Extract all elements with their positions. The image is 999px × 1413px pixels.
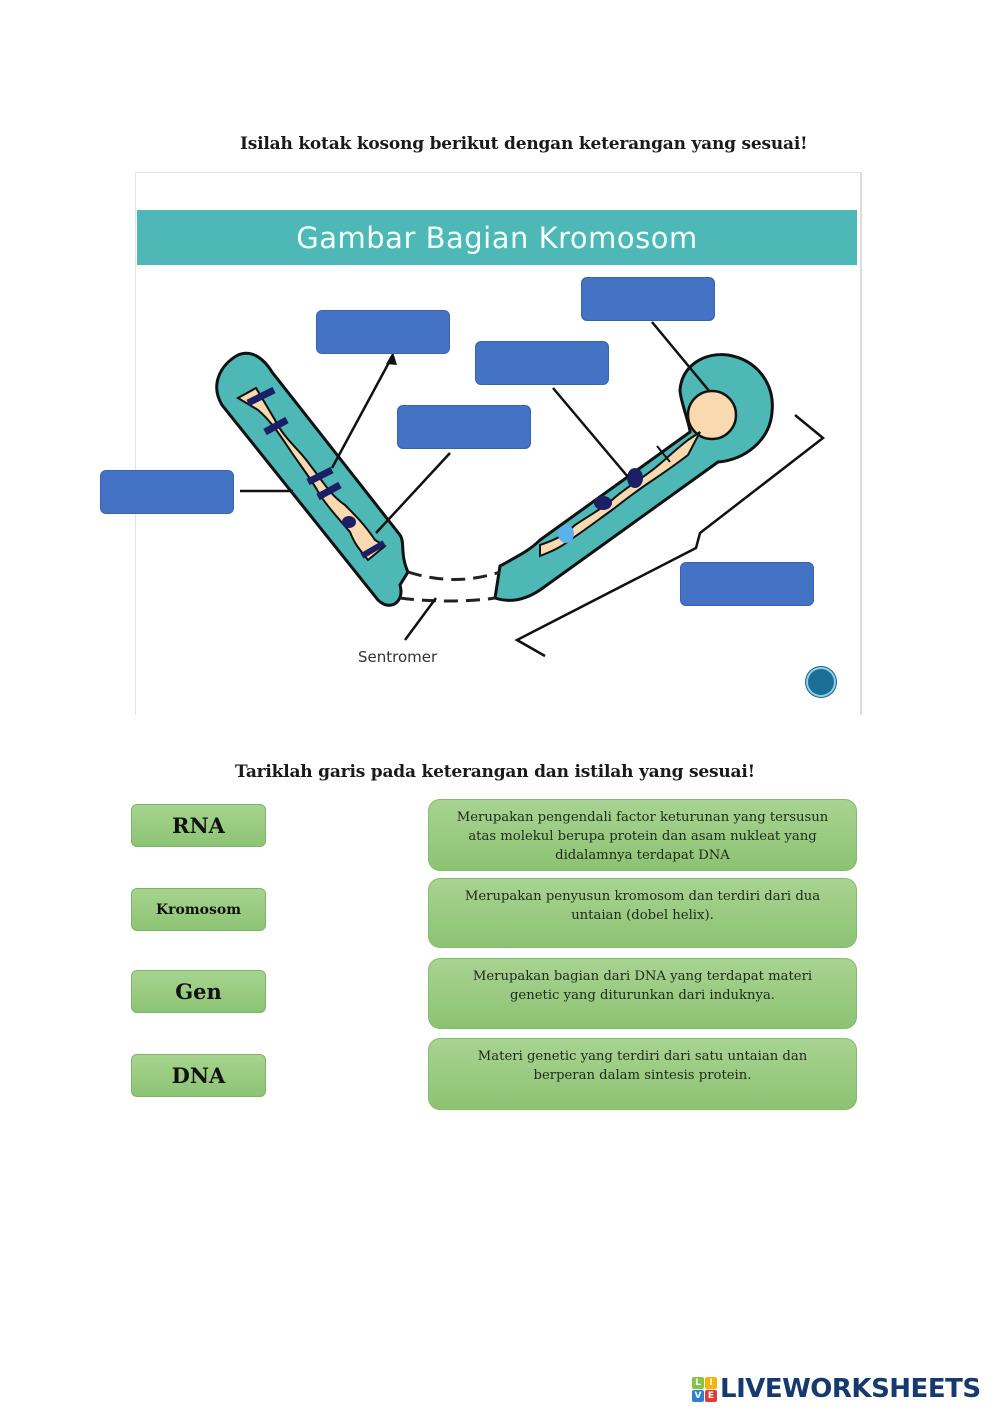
blank-box-chromatid[interactable] bbox=[680, 562, 814, 606]
band-dot bbox=[627, 468, 643, 488]
logo-letter: L bbox=[692, 1376, 704, 1389]
left-chromatid bbox=[215, 351, 410, 607]
term-gen[interactable]: Gen bbox=[131, 970, 266, 1013]
light-dot bbox=[558, 525, 574, 543]
blank-box-matrix[interactable] bbox=[397, 405, 531, 449]
description-gen[interactable]: Merupakan bagian dari DNA yang terdapat … bbox=[428, 958, 857, 1029]
term-kromosom[interactable]: Kromosom bbox=[131, 888, 266, 931]
term-dna[interactable]: DNA bbox=[131, 1054, 266, 1097]
chromosome-diagram bbox=[215, 321, 826, 658]
logo-letter: I bbox=[705, 1376, 717, 1389]
blank-box-telomere[interactable] bbox=[581, 277, 715, 321]
instruction-match-lines: Tariklah garis pada keterangan dan istil… bbox=[235, 762, 755, 782]
navigation-dot-button[interactable] bbox=[806, 667, 836, 697]
logo-letter: E bbox=[705, 1389, 717, 1402]
blank-box-pellicle[interactable] bbox=[100, 470, 234, 514]
pointer-lines bbox=[240, 321, 826, 658]
description-rna[interactable]: Materi genetic yang terdiri dari satu un… bbox=[428, 1038, 857, 1110]
logo-letter: V bbox=[692, 1389, 704, 1402]
blank-box-gene[interactable] bbox=[475, 341, 609, 385]
logo-text: LIVEWORKSHEETS bbox=[720, 1374, 981, 1404]
figure-title: Gambar Bagian Kromosom bbox=[137, 210, 857, 265]
description-dna[interactable]: Merupakan penyusun kromosom dan terdiri … bbox=[428, 878, 857, 948]
band bbox=[316, 481, 342, 501]
term-rna[interactable]: RNA bbox=[131, 804, 266, 847]
band-dot bbox=[594, 496, 612, 510]
instruction-fill-blanks: Isilah kotak kosong berikut dengan keter… bbox=[240, 134, 808, 154]
band-dot bbox=[342, 516, 356, 528]
blank-box-chromatin[interactable] bbox=[316, 310, 450, 354]
description-kromosom[interactable]: Merupakan pengendali factor keturunan ya… bbox=[428, 799, 857, 871]
band bbox=[246, 386, 276, 407]
band bbox=[263, 416, 289, 436]
liveworksheets-logo[interactable]: L I V E LIVEWORKSHEETS bbox=[692, 1374, 981, 1404]
centromere-connection bbox=[399, 570, 501, 603]
centromere-label: Sentromer bbox=[358, 648, 438, 666]
arrowhead bbox=[386, 352, 397, 365]
logo-icon: L I V E bbox=[692, 1376, 717, 1402]
band bbox=[306, 466, 334, 486]
right-chromatid bbox=[493, 353, 774, 602]
band bbox=[360, 540, 386, 559]
